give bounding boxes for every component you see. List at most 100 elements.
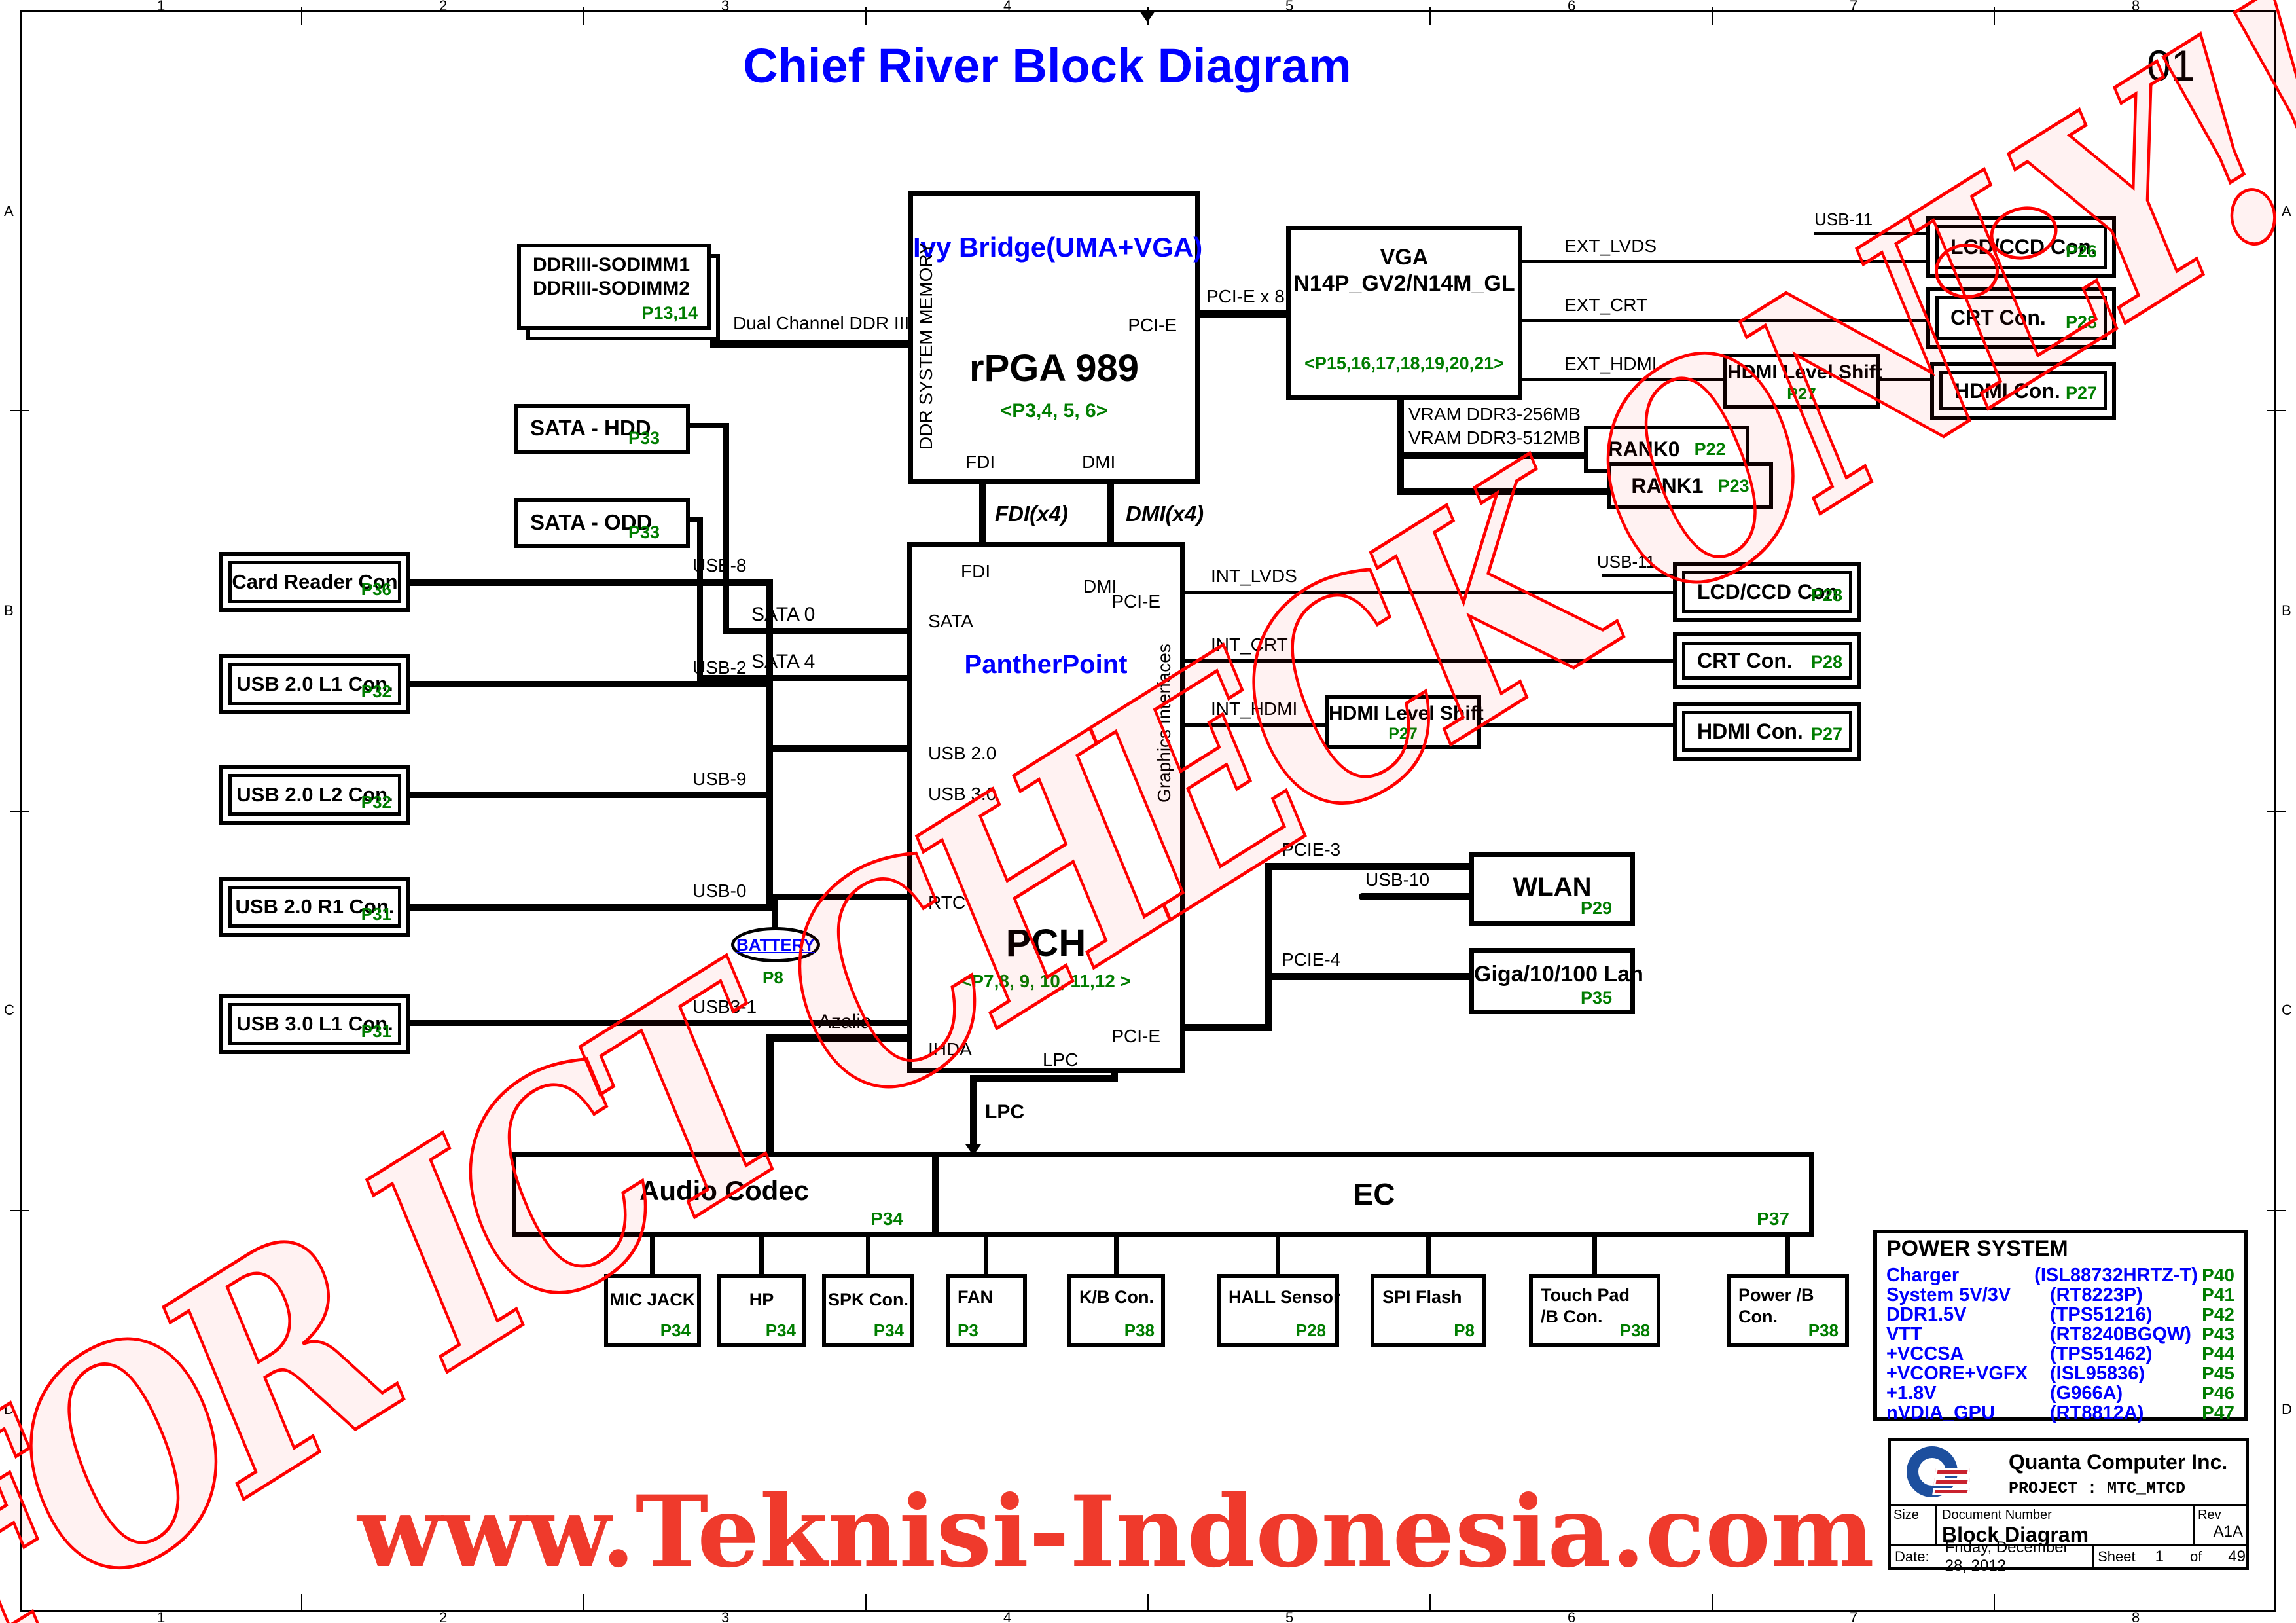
audio-codec-label: Audio Codec [639,1175,809,1206]
wire-sata0 [723,628,908,634]
ruler-row: D [4,1401,14,1417]
net-label-fdi-x4: FDI(x4) [995,501,1068,526]
power-system-table: POWER SYSTEM Charger (ISL88732HRTZ-T) P4… [1873,1230,2248,1423]
ruler-row: B [4,602,14,619]
net-label-lpc: LPC [985,1101,1024,1123]
power-part: (RT8223P) [2050,1284,2143,1305]
ext-hdmi-label: HDMI Con. [1954,378,2060,403]
spk-label: SPK Con. [827,1290,908,1309]
int-crt-label: CRT Con. [1697,648,1793,672]
power-row: System 5V/3V (RT8223P) P41 [1877,1285,2244,1305]
wire-touchpad [1592,1237,1597,1274]
fan-label: FAN [958,1287,993,1307]
sheet-of-label: of [2189,1548,2202,1565]
pch-block: FDI DMI PCI-E SATA PantherPoint Graphics… [907,542,1185,1073]
touchpad-block: Touch Pad /B Con. P38 [1529,1274,1660,1347]
doc-number-label: Document Number [1942,1508,2052,1522]
quanta-logo-bar [1933,1478,1970,1486]
company-name: Quanta Computer Inc. [2009,1450,2228,1474]
wire-sata0 [723,423,729,634]
wire-spk [866,1236,870,1274]
ruler-tick [301,7,302,25]
ruler-tick [1712,1594,1713,1612]
power-con-page: P38 [1808,1321,1839,1340]
wire-rtc [772,894,908,900]
hdmi-shift-top-label: HDMI Level Shift [1727,361,1882,383]
ruler-tick [1994,1594,1995,1612]
wire-usb0 [409,904,773,911]
wire-int-crt [1185,659,1673,663]
ruler-col: 1 [157,0,166,14]
hdmi-shift-int-block: HDMI Level Shift P27 [1325,695,1484,749]
wire-hp [759,1236,764,1274]
wire-pcie-bus [1185,1024,1272,1031]
pch-pin-gfx: Graphics Interfaces [1154,644,1174,803]
wire-usb9 [409,792,773,798]
power-page: P40 [2202,1265,2234,1285]
net-label-usb3-1: USB3-1 [692,996,757,1017]
battery-page: P8 [762,968,783,987]
hdmi-shift-top-page: P27 [1787,385,1816,403]
lpc-arrow-icon [965,1144,981,1156]
ec-page: P37 [1757,1209,1789,1229]
kb-con-label: K/B Con. [1079,1287,1154,1307]
usb2-l2-page: P32 [361,792,391,812]
power-system-title: POWER SYSTEM [1886,1236,2068,1261]
wire-azalia [766,1034,774,1154]
hp-page: P34 [765,1321,796,1340]
ruler-tick [583,7,584,25]
wire-dmi [1107,484,1114,543]
pch-pin-usb2: USB 2.0 [928,743,997,763]
net-label-int-hdmi: INT_HDMI [1211,699,1298,719]
wire-vram-rank1 [1397,488,1609,495]
power-con-label: Power /B Con. [1738,1285,1814,1326]
touchpad-page: P38 [1619,1321,1650,1340]
sata-odd-label: SATA - ODD [530,510,653,534]
sodimm-slot1: DDRIII-SODIMM1 [533,254,690,276]
sodimm-block: DDRIII-SODIMM1 DDRIII-SODIMM2 P13,14 [517,244,711,330]
wire-lpc [970,1075,977,1148]
battery-label: BATTERY [736,934,815,955]
wire-azalia [766,1034,908,1042]
power-name: +VCORE+VGFX [1886,1362,2028,1384]
net-label-sata0: SATA 0 [751,604,816,625]
spi-flash-page: P8 [1454,1321,1475,1340]
ruler-tick [865,1594,867,1612]
quanta-logo-icon [1907,1445,1972,1500]
wlan-label: WLAN [1513,873,1592,902]
net-label-sata4: SATA 4 [751,651,816,672]
spi-flash-block: SPI Flash P8 [1371,1274,1486,1347]
ruler-tick [2267,410,2286,411]
wlan-block: WLAN P29 [1469,852,1635,926]
power-row: +VCCSA (TPS51462) P44 [1877,1343,2244,1364]
wire-pcie4 [1265,973,1469,980]
sodimm-slot2: DDRIII-SODIMM2 [533,278,690,299]
power-name: +1.8V [1886,1382,1937,1404]
hp-label: HP [749,1290,774,1309]
ruler-tick [2267,811,2286,812]
net-label-usb11-int: USB-11 [1597,552,1656,572]
title-block-daterow: Date: Friday, December 28, 2012 Sheet 1 … [1891,1539,2246,1575]
audio-codec-page: P34 [870,1209,903,1229]
ruler-col: 8 [2132,1609,2140,1623]
pch-pin-lpc: LPC [1043,1049,1079,1070]
mic-jack-page: P34 [660,1321,691,1340]
power-page: P43 [2202,1324,2234,1344]
ruler-col: 2 [439,1609,448,1623]
title-block-header: Quanta Computer Inc. PROJECT : MTC_MTCD [1891,1441,2246,1504]
ext-lcd-label: LCD/CCD Con. [1950,235,2097,259]
wire-sata4 [697,675,908,681]
pch-pin-usb3: USB 3.0 [928,784,997,804]
hall-sensor-block: HALL Sensor P28 [1217,1274,1340,1347]
wire-pcie-bus [1265,863,1272,1031]
rev-label: Rev [2198,1508,2221,1522]
int-hdmi-label: HDMI Con. [1697,719,1803,743]
lan-page: P35 [1580,988,1612,1008]
ruler-tick [301,1594,302,1612]
rank1-label: RANK1 [1631,473,1704,498]
int-lcd-block: LCD/CCD Con. P28 [1673,562,1861,622]
vga-chip: N14P_GV2/N14M_GL [1293,271,1515,296]
kb-con-block: K/B Con. P38 [1067,1274,1165,1347]
cpu-socket: rPGA 989 [969,347,1139,390]
net-label-pcie-x8: PCI-E x 8 [1206,286,1285,306]
